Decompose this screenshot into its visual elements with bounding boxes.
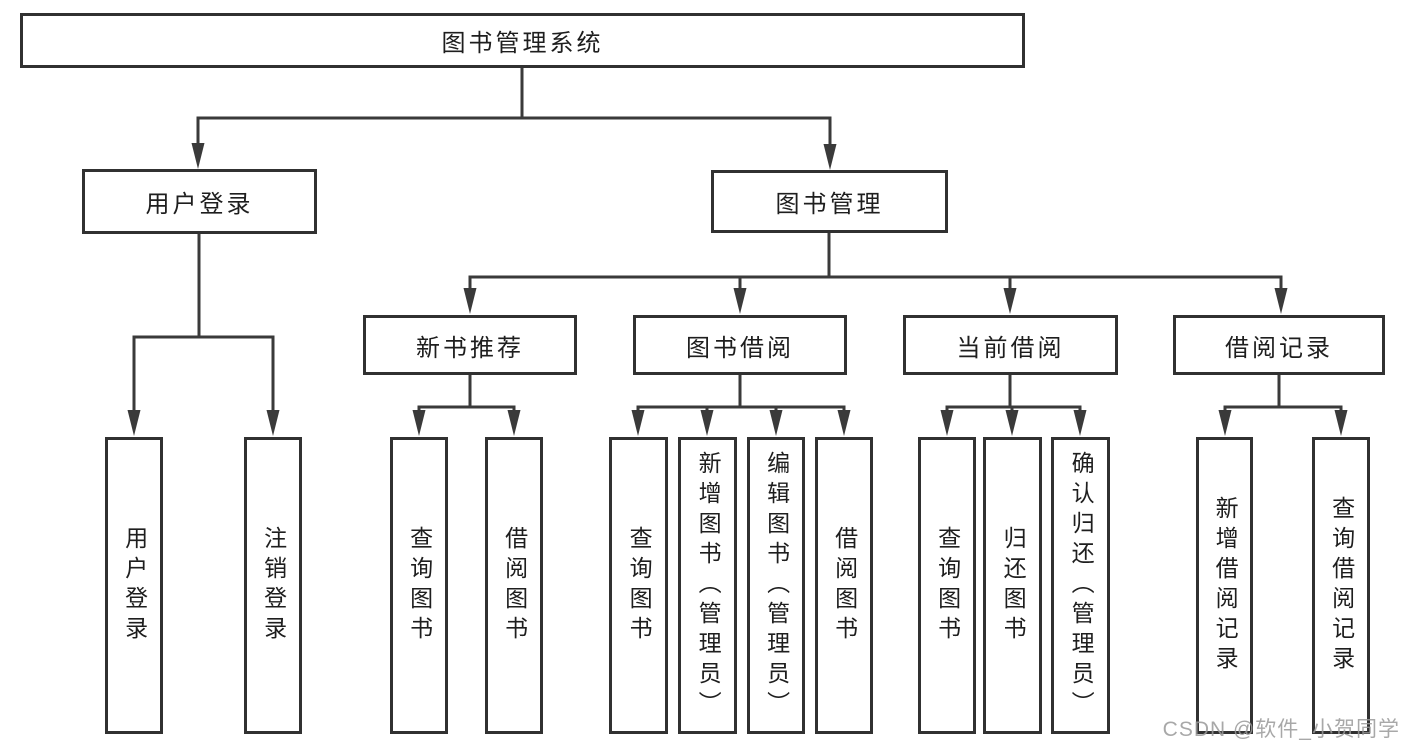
node-nb-query-books-label: 查询图书 xyxy=(406,525,433,646)
connector-root-branch xyxy=(191,68,837,170)
node-br-add-record-label: 新增借阅记录 xyxy=(1212,495,1239,676)
node-cb-return-books: 归还图书 xyxy=(983,437,1042,734)
node-bb-borrow-books-label: 借阅图书 xyxy=(831,525,858,646)
node-book-borrowing: 图书借阅 xyxy=(633,315,847,375)
node-bb-borrow-books: 借阅图书 xyxy=(815,437,873,734)
node-logout: 注销登录 xyxy=(244,437,302,734)
node-cb-confirm-return: 确认归还（管理员） xyxy=(1051,437,1110,734)
node-cb-query-books: 查询图书 xyxy=(918,437,976,734)
node-root: 图书管理系统 xyxy=(20,13,1025,68)
node-nb-borrow-books-label: 借阅图书 xyxy=(501,525,528,646)
node-bb-edit-books-label: 编辑图书（管理员） xyxy=(763,450,790,721)
node-cb-query-books-label: 查询图书 xyxy=(934,525,961,646)
node-nb-borrow-books: 借阅图书 xyxy=(485,437,543,734)
node-bb-add-books: 新增图书（管理员） xyxy=(678,437,737,734)
connector-borrowing-records-branch xyxy=(1218,375,1348,436)
node-bb-query-books: 查询图书 xyxy=(609,437,668,734)
node-cb-return-books-label: 归还图书 xyxy=(1000,525,1027,646)
csdn-watermark: CSDN @软件_小贺同学 xyxy=(1162,718,1400,741)
node-cb-confirm-return-label: 确认归还（管理员） xyxy=(1068,450,1095,721)
node-login-label: 用户登录 xyxy=(121,525,148,646)
connector-user-login-branch xyxy=(127,234,280,436)
connector-current-borrowing-branch xyxy=(940,375,1087,436)
connector-book-management-branch xyxy=(463,233,1288,314)
node-borrowing-records: 借阅记录 xyxy=(1173,315,1385,375)
node-login: 用户登录 xyxy=(105,437,163,734)
node-logout-label: 注销登录 xyxy=(260,525,287,646)
node-bb-query-books-label: 查询图书 xyxy=(626,525,653,646)
node-br-query-record: 查询借阅记录 xyxy=(1312,437,1370,734)
node-nb-query-books: 查询图书 xyxy=(390,437,448,734)
node-bb-add-books-label: 新增图书（管理员） xyxy=(695,450,722,721)
node-book-management: 图书管理 xyxy=(711,170,948,233)
node-br-query-record-label: 查询借阅记录 xyxy=(1328,495,1355,676)
node-current-borrowing: 当前借阅 xyxy=(903,315,1118,375)
connector-book-borrowing-branch xyxy=(631,375,851,436)
node-new-book-recommend: 新书推荐 xyxy=(363,315,577,375)
node-user-login: 用户登录 xyxy=(82,169,317,234)
connector-new-book-branch xyxy=(412,375,521,436)
node-bb-edit-books: 编辑图书（管理员） xyxy=(747,437,805,734)
node-br-add-record: 新增借阅记录 xyxy=(1196,437,1253,734)
